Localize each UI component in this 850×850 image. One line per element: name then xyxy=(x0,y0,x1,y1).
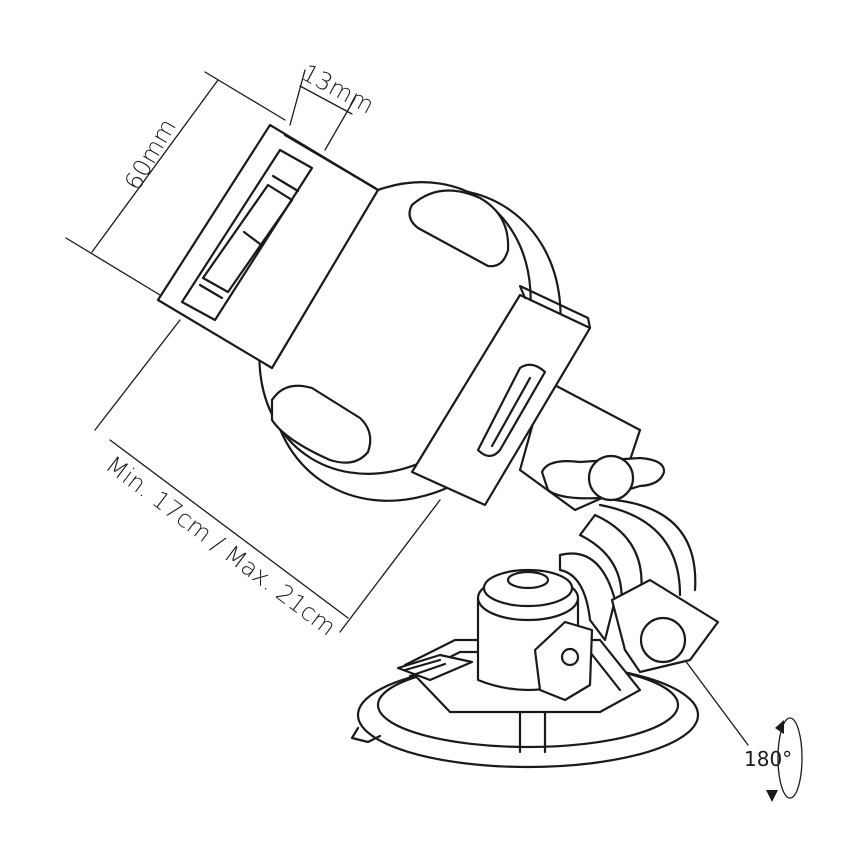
gooseneck-arm xyxy=(558,498,720,674)
label-13mm: 13mm xyxy=(297,59,378,120)
lock-lever-grip xyxy=(403,658,447,678)
rubber-pad-top xyxy=(408,189,510,268)
lower-rotation-knob[interactable] xyxy=(639,616,687,664)
arm-segment-lower xyxy=(558,552,617,642)
clamp-left-edge xyxy=(283,133,377,190)
suction-base xyxy=(350,568,700,769)
ext-line-width-bottom xyxy=(339,499,441,633)
clamp-jaw-ridges xyxy=(198,174,300,300)
clamp-slot-line xyxy=(490,376,532,448)
ext-line-width-top xyxy=(94,319,181,431)
right-clamp xyxy=(410,284,592,507)
dim-line-width xyxy=(109,439,349,619)
column-cap-logo xyxy=(506,570,550,590)
ext-line-13-left xyxy=(289,69,306,126)
dim-line-60mm xyxy=(91,79,219,253)
label-width-range: Min. 17cm / Max. 21cm xyxy=(100,450,341,641)
upper-joint xyxy=(518,378,666,512)
left-clamp xyxy=(156,123,380,370)
bracket-pivot xyxy=(560,647,580,667)
wing-nut-center[interactable] xyxy=(587,454,635,502)
ext-line-60-bottom xyxy=(65,237,166,299)
dimension-lines xyxy=(65,69,749,746)
rotation-ellipse xyxy=(777,717,803,799)
ext-line-13-right xyxy=(324,97,356,151)
suction-center-rib xyxy=(518,708,547,754)
rubber-pad-bottom xyxy=(270,384,372,464)
suction-tab xyxy=(350,726,382,744)
arm-rib-2 xyxy=(613,498,697,592)
clamp-arm-right xyxy=(410,293,592,507)
label-rotation-angle: 180° xyxy=(744,747,792,771)
rotation-arrowhead-bottom xyxy=(766,790,778,802)
ext-line-60-top xyxy=(204,71,286,121)
clamp-jaw-inner xyxy=(201,183,294,294)
label-60mm: 60mm xyxy=(119,114,182,195)
rotation-arrow-icon xyxy=(766,717,803,802)
dim-line-13mm xyxy=(299,85,353,115)
clamp-jaw-detail xyxy=(242,230,262,246)
arm-rib-1 xyxy=(598,503,682,597)
clamp-arm-top-edge xyxy=(518,284,592,330)
rotation-arrowhead-top xyxy=(775,720,784,734)
